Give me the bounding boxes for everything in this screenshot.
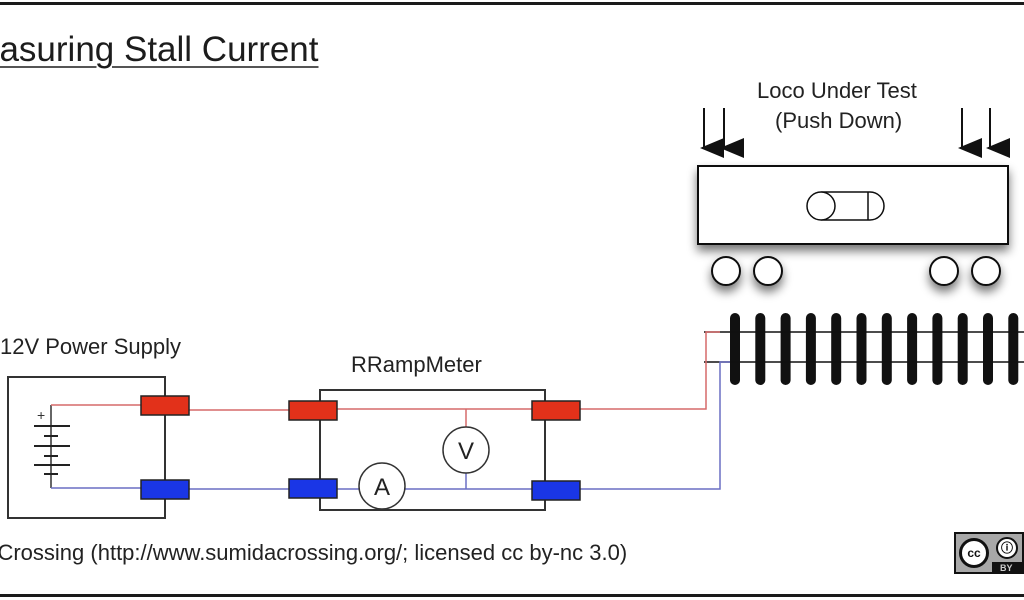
track-tie (730, 313, 740, 385)
credit-line: ida Crossing (http://www.sumidacrossing.… (0, 540, 628, 565)
negative-terminal (531, 480, 581, 501)
loco-sublabel: (Push Down) (775, 108, 903, 133)
terminals (140, 395, 581, 501)
meter-box (319, 389, 546, 511)
power-supply-label: 12V Power Supply (0, 334, 181, 359)
rrampmeter (319, 389, 546, 511)
push-down-arrows (700, 108, 1010, 158)
motor-icon (806, 191, 885, 221)
battery-plus-label: + (37, 407, 45, 423)
track-tie (805, 313, 816, 385)
voltmeter: V (442, 426, 490, 474)
power-supply-box (7, 376, 166, 519)
voltmeter-symbol: V (458, 438, 474, 465)
top-border (0, 2, 1024, 5)
track-tie (831, 313, 842, 385)
negative-terminal (288, 478, 338, 499)
meter-label: RRampMeter (351, 352, 482, 377)
attribution-icon: ⓘ (996, 537, 1018, 559)
negative-terminal (140, 479, 190, 500)
wheel (711, 256, 741, 286)
track (704, 313, 1024, 385)
wheel (753, 256, 783, 286)
positive-terminal (140, 395, 190, 416)
bottom-border (0, 594, 1024, 597)
loco-label: Loco Under Test (757, 78, 917, 103)
positive-wire (51, 331, 720, 427)
track-tie (755, 313, 766, 385)
diagram-title: easuring Stall Current (0, 30, 319, 69)
voltmeter-icon (442, 426, 490, 474)
negative-wire (51, 361, 730, 490)
battery-icon (34, 425, 70, 475)
track-tie (881, 313, 892, 385)
wheel (929, 256, 959, 286)
track-tie (856, 313, 867, 385)
cc-icon: cc (959, 538, 989, 568)
track-tie (780, 313, 791, 385)
by-label: BY (992, 562, 1022, 572)
cc-license-badge[interactable]: cc ⓘ BY (954, 532, 1024, 574)
locomotive (697, 165, 1009, 286)
track-tie (957, 313, 968, 385)
track-tie (1008, 313, 1019, 385)
positive-terminal (531, 400, 581, 421)
track-tie (983, 313, 993, 385)
ammeter-symbol: A (374, 474, 390, 501)
ammeter-icon (358, 462, 406, 510)
positive-terminal (288, 400, 338, 421)
ammeter: A (358, 462, 406, 510)
wheel (971, 256, 1001, 286)
power-supply: + (7, 376, 166, 519)
track-tie (932, 313, 943, 385)
track-tie (907, 313, 918, 385)
